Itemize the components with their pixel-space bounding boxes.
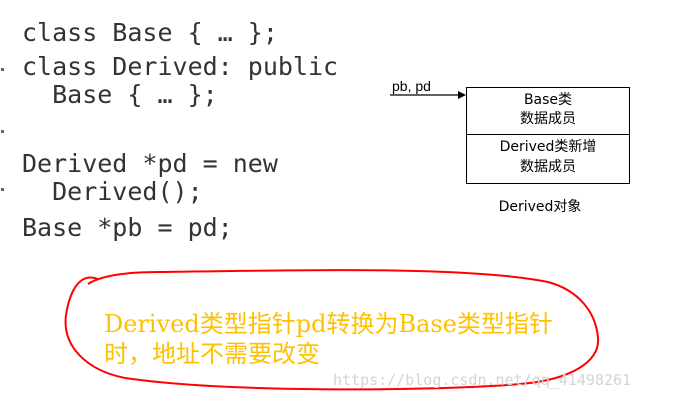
- note-text-line-1: Derived类型指针pd转换为Base类型指针: [104, 310, 553, 338]
- base-part-subtitle: 数据成员: [520, 111, 576, 127]
- code-line-base-class: class Base { … };: [22, 18, 278, 47]
- bullet-marker-2: [1, 130, 4, 133]
- code-line-new-derived: Derived *pd = new: [22, 149, 278, 178]
- note-text-line-2: 时，地址不需要改变: [104, 340, 320, 368]
- derived-object-box: Base类 数据成员 Derived类新增 数据成员: [466, 87, 630, 184]
- bullet-marker-3: [1, 188, 4, 191]
- red-highlight-circle: [64, 269, 600, 391]
- object-section-divider: [467, 134, 629, 135]
- code-line-derived-class: class Derived: public: [22, 52, 339, 81]
- watermark-url: https://blog.csdn.net/qq_41498261: [333, 371, 632, 389]
- base-part-title: Base类: [523, 92, 573, 108]
- code-line-pointer-assign: Base *pb = pd;: [22, 213, 233, 242]
- code-line-new-derived-cont: Derived();: [22, 177, 203, 206]
- object-caption: Derived对象: [498, 199, 582, 215]
- derived-part-subtitle: 数据成员: [520, 159, 576, 175]
- bullet-marker-1: [1, 68, 4, 71]
- derived-part-title: Derived类新增: [499, 139, 597, 155]
- pointer-arrow-head: [458, 91, 466, 99]
- pointer-label: pb, pd: [392, 78, 431, 94]
- code-line-derived-class-cont: Base { … };: [22, 80, 218, 109]
